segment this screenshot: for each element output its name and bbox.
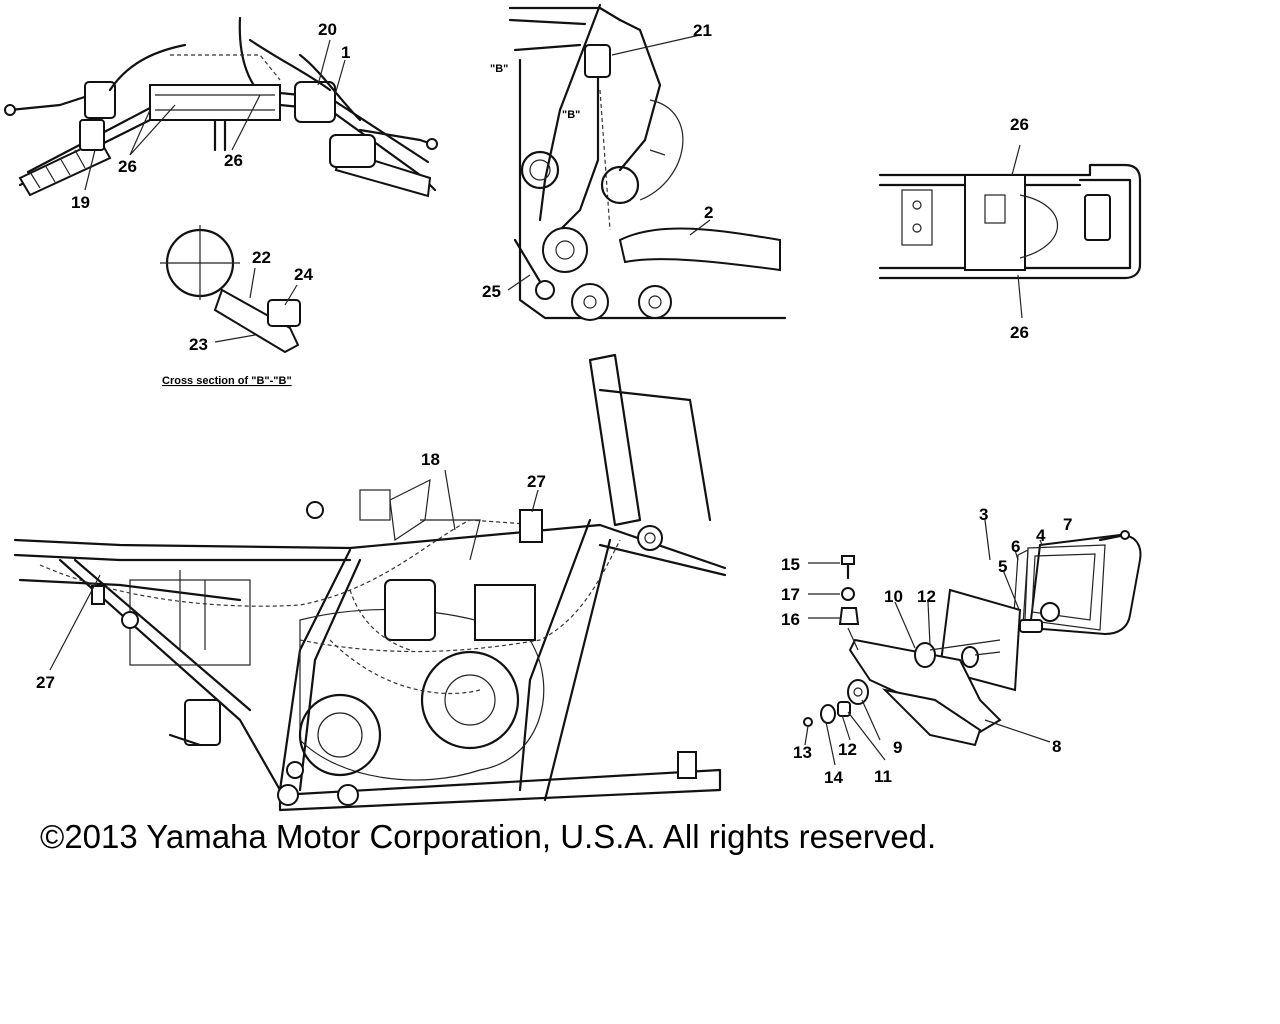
callout-7: 7 xyxy=(1063,515,1072,534)
callout-17: 17 xyxy=(781,585,800,604)
marker-b-lower: "B" xyxy=(562,109,580,121)
copyright-notice: ©2013 Yamaha Motor Corporation, U.S.A. A… xyxy=(40,818,936,855)
callout-25: 25 xyxy=(482,282,501,301)
callout-20: 20 xyxy=(318,20,337,39)
handlebar-view xyxy=(4,16,438,198)
callout-8: 8 xyxy=(1052,737,1061,756)
callout-19: 19 xyxy=(71,193,90,212)
callout-11: 11 xyxy=(874,767,892,786)
callout-26-handlebar-left: 26 xyxy=(118,157,137,176)
callout-2: 2 xyxy=(704,203,713,222)
callout-15: 15 xyxy=(781,555,800,574)
main-frame-view xyxy=(13,353,727,812)
callout-18: 18 xyxy=(421,450,440,469)
callout-24: 24 xyxy=(294,265,313,284)
callout-13: 13 xyxy=(793,743,812,762)
marker-b-upper: "B" xyxy=(490,63,508,75)
callout-10: 10 xyxy=(884,587,903,606)
callout-labels: 1 2 3 4 5 6 7 8 9 10 11 12 12 13 14 15 1… xyxy=(36,20,1072,787)
callout-26-fender-top: 26 xyxy=(1010,115,1029,134)
callout-3: 3 xyxy=(979,505,988,524)
callout-6: 6 xyxy=(1011,537,1020,556)
callout-21: 21 xyxy=(693,21,712,40)
callout-27-center: 27 xyxy=(527,472,546,491)
cross-section-caption: Cross section of "B"-"B" xyxy=(162,375,292,387)
callout-9: 9 xyxy=(893,738,902,757)
tail-light-exploded-view xyxy=(803,519,1142,766)
rear-fender-view xyxy=(878,144,1142,319)
cross-section-b-b: Cross section of "B"-"B" xyxy=(160,225,301,387)
frame-neck-view: "B" "B" xyxy=(490,3,787,321)
callout-23: 23 xyxy=(189,335,208,354)
callout-12-lower: 12 xyxy=(838,740,857,759)
callout-27-left: 27 xyxy=(36,673,55,692)
callout-5: 5 xyxy=(998,557,1007,576)
callout-26-fender-bottom: 26 xyxy=(1010,323,1029,342)
callout-4: 4 xyxy=(1036,526,1046,545)
callout-14: 14 xyxy=(824,768,843,787)
callout-12-upper: 12 xyxy=(917,587,936,606)
callout-26-handlebar-right: 26 xyxy=(224,151,243,170)
callout-22: 22 xyxy=(252,248,271,267)
callout-1: 1 xyxy=(341,43,350,62)
callout-16: 16 xyxy=(781,610,800,629)
